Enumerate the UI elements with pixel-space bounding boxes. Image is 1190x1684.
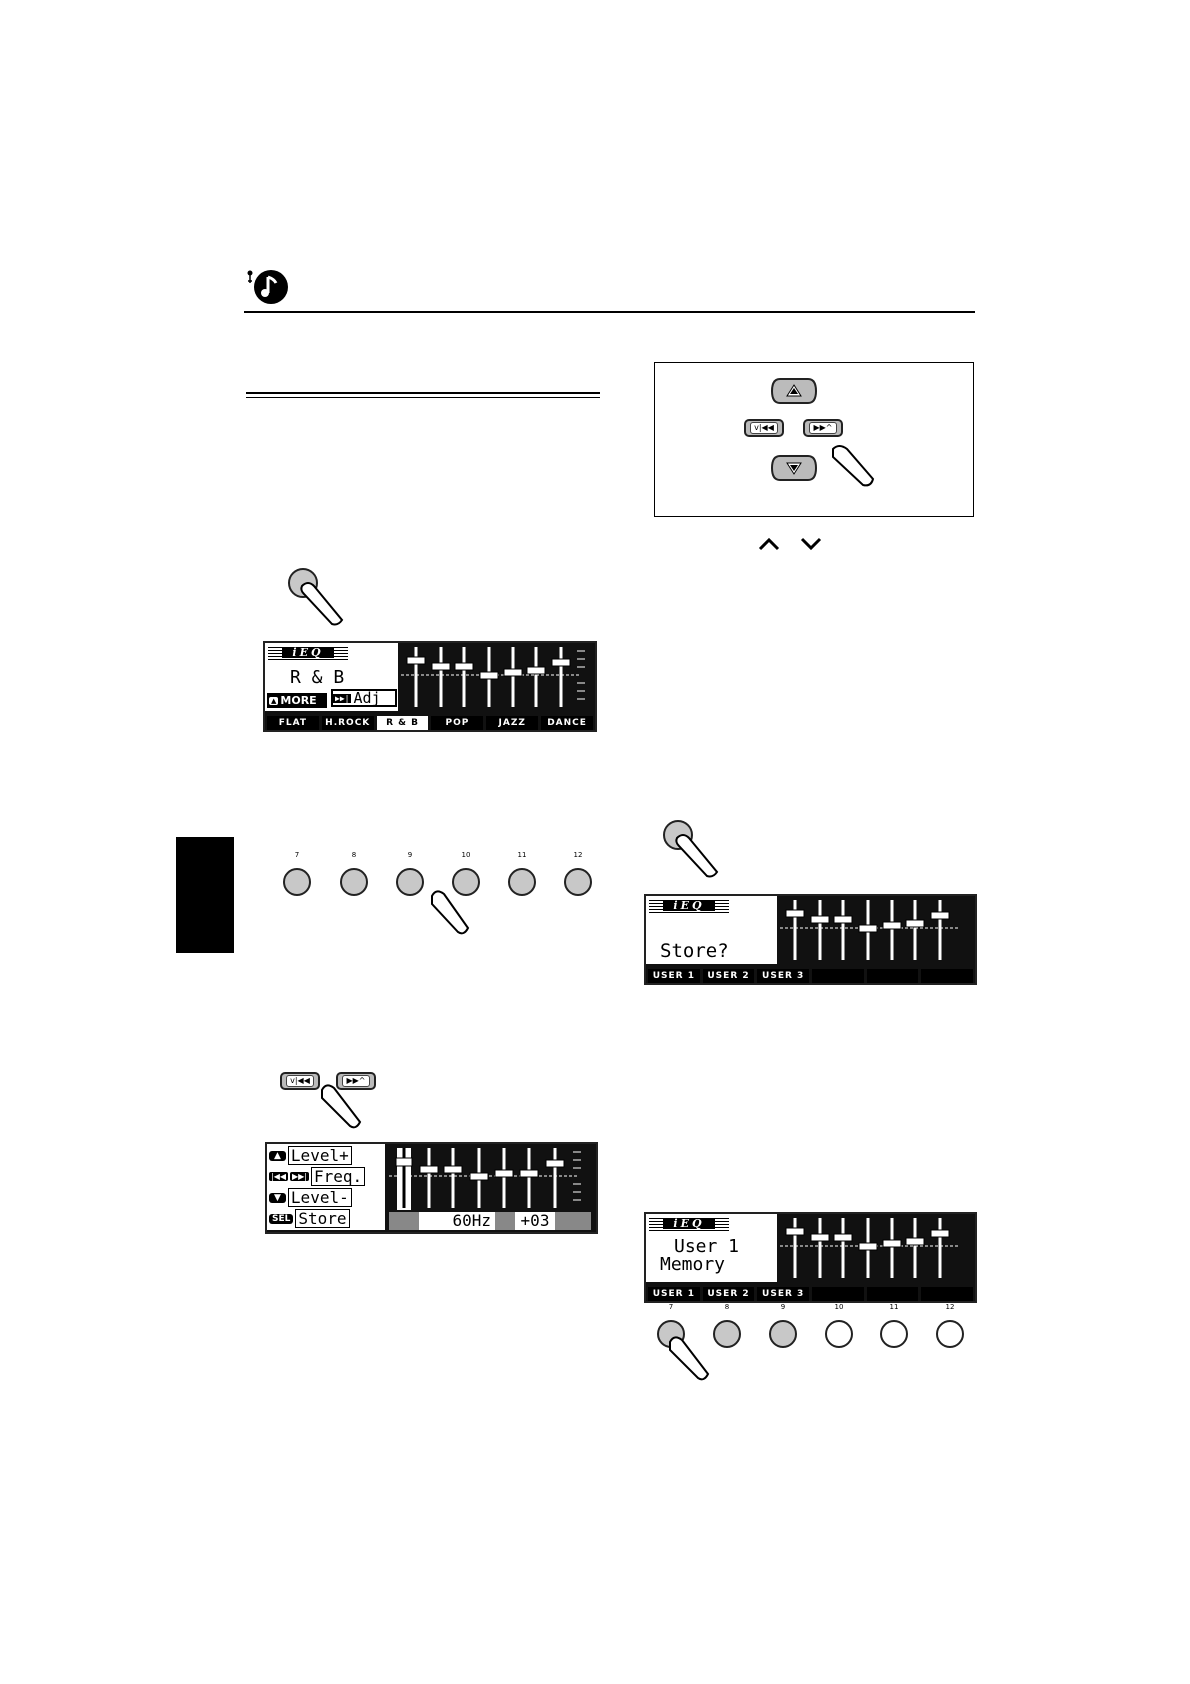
finger-icon xyxy=(669,1336,710,1381)
skip-back-icon: v|◀◀ xyxy=(286,1075,314,1087)
level-up-row: ▲ Level+ xyxy=(269,1146,381,1165)
tab-hrock: H.ROCK xyxy=(321,716,374,730)
ieq-logo: iEQ xyxy=(268,646,348,660)
preset-button-7[interactable] xyxy=(283,868,311,896)
up-arrow-icon: ▲ xyxy=(269,1150,286,1161)
preset-button-10[interactable] xyxy=(452,868,480,896)
eq-sliders xyxy=(389,1148,581,1210)
memory-button-8[interactable] xyxy=(713,1320,741,1348)
button-number: 8 xyxy=(351,851,357,859)
button-number: 10 xyxy=(834,1303,844,1311)
header-rule xyxy=(244,311,975,313)
user-tabs: USER 1 USER 2 USER 3 xyxy=(646,1287,975,1301)
tab-empty xyxy=(921,969,974,983)
tab-empty xyxy=(866,1287,919,1301)
finger-icon xyxy=(832,445,875,487)
store-message: Store? xyxy=(660,940,729,962)
button-number: 9 xyxy=(407,851,413,859)
skip-forward-icon: ▶▶| xyxy=(333,693,352,703)
eq-memory-display: iEQ User 1 Memory USER 1 USER 2 USER 3 xyxy=(644,1212,977,1303)
freq-level-bar: 60Hz +03 xyxy=(389,1212,591,1230)
skip-forward-icon: ▶▶^ xyxy=(342,1075,370,1087)
ieq-logo: iEQ xyxy=(649,899,729,913)
up-button[interactable] xyxy=(770,377,818,405)
remote-skip-back-button[interactable]: v|◀◀ xyxy=(744,419,784,437)
button-number: 11 xyxy=(517,851,527,859)
section-rule xyxy=(246,397,600,398)
eq-display-rnb: iEQ R & B ▲MORE ▶▶|Adj FLAT H.ROCK R & B… xyxy=(263,641,597,732)
eq-sliders xyxy=(780,900,960,960)
level-down-row: ▼ Level- xyxy=(269,1188,381,1207)
skip-back-icon: |◀◀ xyxy=(269,1172,288,1181)
preset-name: R & B xyxy=(290,667,345,688)
skip-forward-icon: ▶▶| xyxy=(290,1172,309,1181)
preset-tabs: FLAT H.ROCK R & B POP JAZZ DANCE xyxy=(265,716,595,730)
skip-back-button[interactable]: v|◀◀ xyxy=(280,1072,320,1090)
user-tabs: USER 1 USER 2 USER 3 xyxy=(646,969,975,983)
tab-user3: USER 3 xyxy=(757,1287,810,1301)
button-number: 12 xyxy=(573,851,583,859)
tab-empty xyxy=(812,969,864,983)
tab-empty xyxy=(921,1287,974,1301)
button-number: 7 xyxy=(294,851,300,859)
finger-icon xyxy=(675,834,719,878)
button-number: 10 xyxy=(461,851,471,859)
tab-jazz: JAZZ xyxy=(486,716,539,730)
memory-button-10[interactable] xyxy=(825,1320,853,1348)
tab-empty xyxy=(866,969,919,983)
preset-button-11[interactable] xyxy=(508,868,536,896)
remote-control-panel: v|◀◀ ▶▶^ xyxy=(654,362,974,517)
tab-dance: DANCE xyxy=(541,716,593,730)
section-rule xyxy=(246,392,600,394)
eq-store-display: iEQ Store? USER 1 USER 2 USER 3 xyxy=(644,894,977,985)
button-number: 8 xyxy=(724,1303,730,1311)
memory-button-12[interactable] xyxy=(936,1320,964,1348)
more-indicator: ▲MORE xyxy=(267,693,327,708)
eq-adjust-display: ▲ Level+ |◀◀ ▶▶| Freq. ▼ Level- SEL Stor… xyxy=(265,1142,598,1234)
tab-user1: USER 1 xyxy=(648,1287,700,1301)
memory-line2: Memory xyxy=(660,1254,726,1275)
eq-sliders xyxy=(780,1218,960,1278)
freq-row: |◀◀ ▶▶| Freq. xyxy=(269,1167,381,1186)
preset-button-12[interactable] xyxy=(564,868,592,896)
preset-button-8[interactable] xyxy=(340,868,368,896)
finger-icon xyxy=(321,1084,362,1129)
chevron-down-icon xyxy=(800,537,822,551)
chevron-up-icon xyxy=(758,537,780,551)
memory-button-9[interactable] xyxy=(769,1320,797,1348)
skip-back-icon: v|◀◀ xyxy=(750,422,778,434)
level-value: +03 xyxy=(515,1212,555,1230)
sel-icon: SEL xyxy=(269,1213,294,1224)
music-note-icon xyxy=(244,263,290,305)
tab-flat: FLAT xyxy=(267,716,319,730)
up-arrow-icon: ▲ xyxy=(269,696,279,705)
tab-empty xyxy=(812,1287,864,1301)
store-row: SEL Store xyxy=(269,1209,381,1228)
skip-forward-icon: ▶▶^ xyxy=(809,422,837,434)
tab-pop: POP xyxy=(431,716,484,730)
button-number: 12 xyxy=(945,1303,955,1311)
tab-user3: USER 3 xyxy=(757,969,810,983)
tab-user1: USER 1 xyxy=(648,969,700,983)
down-button[interactable] xyxy=(770,454,818,482)
adj-indicator: ▶▶|Adj xyxy=(331,689,397,707)
memory-button-11[interactable] xyxy=(880,1320,908,1348)
tab-user2: USER 2 xyxy=(702,969,755,983)
button-number: 7 xyxy=(668,1303,674,1311)
eq-sliders xyxy=(401,647,585,707)
finger-icon xyxy=(431,890,470,935)
memory-line1: User 1 xyxy=(674,1236,740,1257)
tab-user2: USER 2 xyxy=(702,1287,755,1301)
down-arrow-icon: ▼ xyxy=(269,1192,286,1203)
finger-icon xyxy=(300,582,344,626)
side-tab xyxy=(176,837,234,953)
tab-rnb: R & B xyxy=(376,716,429,730)
remote-skip-forward-button[interactable]: ▶▶^ xyxy=(803,419,843,437)
freq-value: 60Hz xyxy=(419,1212,495,1230)
preset-button-9[interactable] xyxy=(396,868,424,896)
ieq-logo: iEQ xyxy=(649,1217,729,1231)
button-number: 9 xyxy=(780,1303,786,1311)
skip-forward-button[interactable]: ▶▶^ xyxy=(336,1072,376,1090)
button-number: 11 xyxy=(889,1303,899,1311)
